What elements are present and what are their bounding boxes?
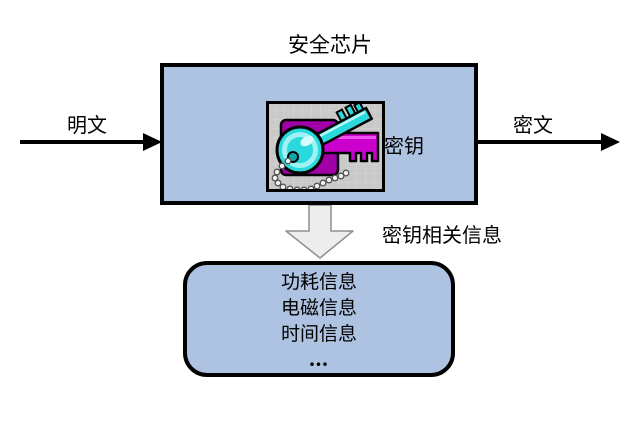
leak-info-box: 功耗信息 电磁信息 时间信息 ... [183,261,455,377]
leak-ellipsis: ... [309,346,329,371]
down-block-arrow [285,205,354,259]
chip-title: 安全芯片 [288,33,372,57]
leak-line-timing: 时间信息 [280,324,357,345]
leak-label: 密钥相关信息 [382,225,502,247]
leak-line-power: 功耗信息 [280,272,357,293]
key-label: 密钥 [384,136,424,158]
leak-line-em: 电磁信息 [280,298,357,319]
input-arrow [20,133,162,151]
output-arrow [478,133,620,151]
key-chain-icon [271,157,350,192]
input-label: 明文 [67,115,107,137]
key-image [266,101,385,192]
output-label: 密文 [513,115,553,137]
